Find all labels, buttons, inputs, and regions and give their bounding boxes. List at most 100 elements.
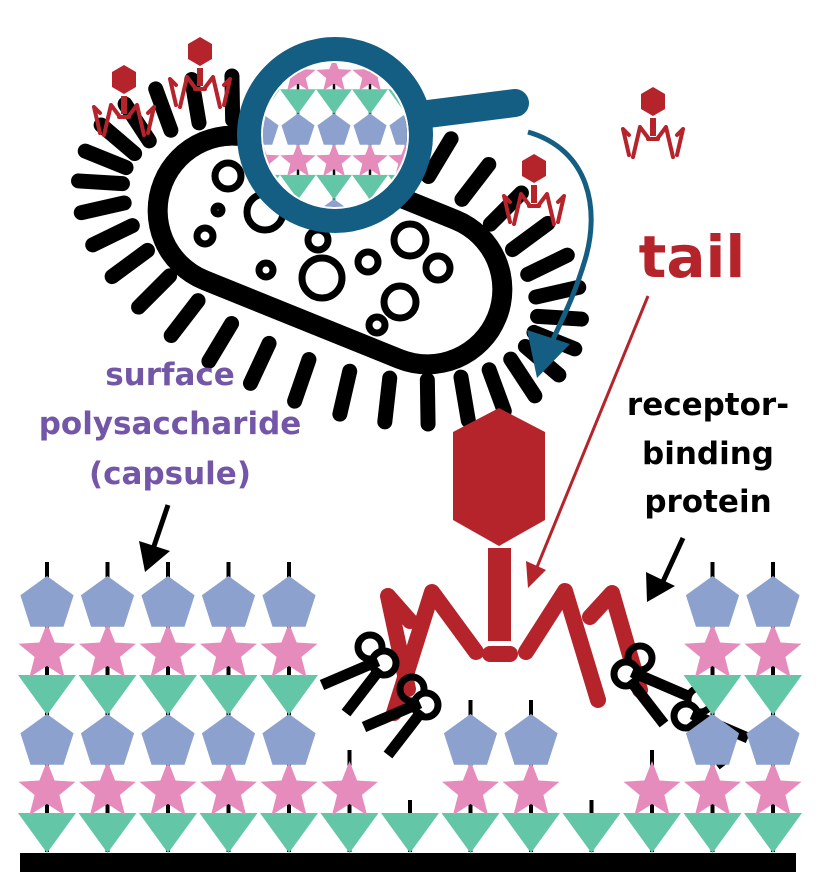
star-sugar: [744, 761, 802, 816]
magnifier-rim: [237, 37, 433, 233]
star-sugar: [352, 63, 388, 91]
polysaccharide-chain: [260, 562, 318, 853]
pilus: [201, 316, 240, 369]
pentagon-sugar: [746, 714, 800, 765]
phage-tail-sheath: [488, 548, 511, 641]
pilus: [530, 308, 589, 327]
triangle-sugar: [78, 675, 137, 715]
small-phage: [621, 87, 685, 159]
pentagon-sugar: [281, 113, 315, 145]
triangle-sugar: [199, 675, 258, 715]
phage-tail: [650, 118, 656, 136]
vesicle: [193, 224, 217, 248]
polysaccharide-chain: [381, 800, 439, 853]
pilus: [287, 352, 317, 409]
phage-fiber: [168, 77, 178, 107]
surface-polysaccharide-label-line1: surface: [105, 357, 235, 393]
magnifier-handle: [406, 89, 529, 129]
pilus: [332, 363, 358, 422]
phage-fibers: [621, 125, 685, 159]
star-sugar: [321, 761, 378, 816]
pentagon-sugar: [141, 576, 195, 627]
phage-fiber: [202, 75, 222, 109]
pentagon-sugar: [685, 714, 740, 765]
phage-fiber: [621, 127, 631, 157]
star-sugar: [79, 761, 136, 816]
polysaccharide-chain: [352, 63, 388, 207]
phage-baseplate: [482, 646, 518, 662]
pentagon-sugar: [390, 28, 423, 59]
triangle-sugar: [502, 813, 560, 853]
polysaccharide-chain: [18, 562, 76, 853]
triangle-sugar: [280, 174, 316, 200]
pilus: [77, 143, 134, 176]
star-sugar: [623, 761, 681, 816]
pilus: [453, 369, 476, 428]
phage-fiber: [536, 192, 556, 226]
star-sugar: [79, 623, 136, 678]
scissor-blade: [319, 655, 381, 691]
star-sugar: [352, 142, 388, 177]
pilus: [420, 131, 459, 184]
pilus: [224, 68, 241, 128]
polysaccharide-chain: [320, 750, 379, 853]
phage-capsid: [112, 65, 136, 94]
polysaccharide-chain: [199, 562, 258, 853]
tail-label: tail: [639, 223, 746, 291]
triangle-sugar: [352, 89, 388, 115]
vesicle: [365, 313, 389, 337]
triangle-sugar: [381, 813, 439, 853]
triangle-sugar: [199, 813, 258, 853]
triangle-sugar: [260, 813, 318, 853]
triangle-sugar: [316, 174, 352, 200]
phage-capsid: [641, 87, 665, 116]
pentagon-sugar: [201, 714, 256, 765]
tail-pointer-arrow: [526, 295, 650, 588]
star-sugar: [280, 142, 316, 177]
polysaccharide-chain: [683, 562, 742, 853]
polysaccharide-chain: [744, 562, 802, 853]
phage-fiber: [102, 103, 122, 137]
triangle-sugar: [18, 813, 76, 853]
triangle-sugar: [139, 813, 197, 853]
pentagon-sugar: [246, 28, 279, 59]
triangle-sugar: [18, 675, 76, 715]
surface-polysaccharide-label-line3: (capsule): [89, 456, 251, 492]
phage-fiber: [126, 103, 146, 137]
star-sugar: [139, 623, 197, 678]
phage-fiber: [222, 77, 232, 107]
phage-fiber: [92, 105, 102, 135]
triangle-sugar: [280, 89, 316, 115]
scissors-icon: [361, 673, 442, 759]
pentagon-sugar: [262, 576, 316, 627]
pentagon-sugar: [317, 113, 351, 145]
phage-fiber: [502, 194, 512, 224]
scissor-blade: [361, 697, 423, 733]
rbp-label-line3: protein: [644, 484, 771, 520]
phage-fiber: [146, 105, 156, 135]
large-phage: [380, 408, 648, 721]
scissor-blade: [383, 707, 427, 759]
vesicle: [390, 220, 430, 260]
phage-fiber: [631, 125, 651, 159]
pilus: [454, 156, 497, 207]
scissor-blade: [341, 665, 385, 717]
star-sugar: [442, 761, 499, 816]
pilus: [71, 173, 130, 192]
triangle-sugar: [744, 813, 802, 853]
triangle-sugar: [744, 675, 802, 715]
small-phage: [502, 154, 566, 226]
pentagon-sugar: [20, 576, 74, 627]
scissor-blade: [629, 666, 691, 702]
polysaccharide-chain: [441, 700, 500, 853]
polysaccharide-chain: [562, 800, 621, 853]
vesicle: [210, 202, 226, 218]
pilus: [85, 218, 140, 253]
vesicle: [422, 252, 454, 284]
pilus: [104, 242, 156, 285]
rbp-pointer-arrow: [646, 536, 686, 602]
pentagon-sugar: [389, 113, 407, 145]
polysaccharide-chain: [78, 562, 137, 853]
pilus: [520, 247, 575, 282]
